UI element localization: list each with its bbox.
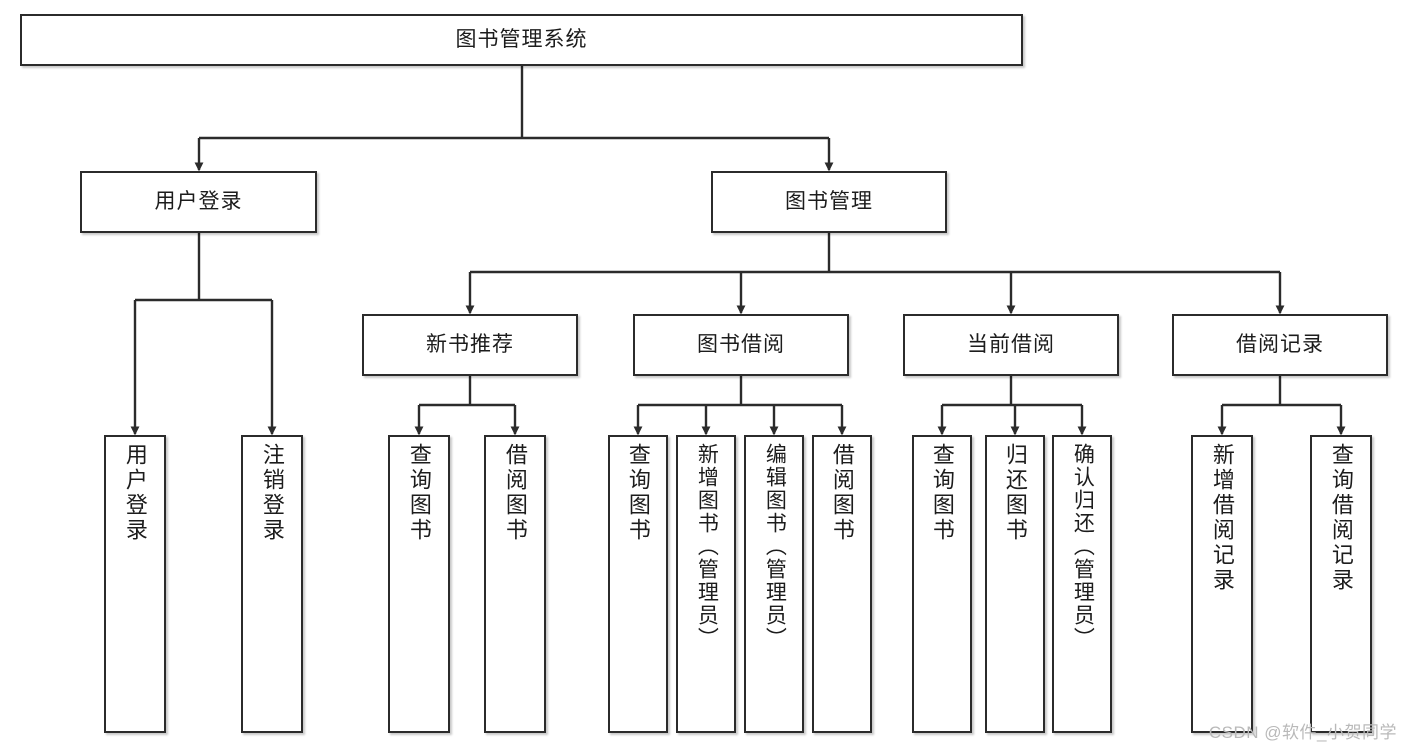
node-l-editbook[interactable]: 编辑图书（管理员）	[744, 435, 804, 733]
node-label: 查询图书	[406, 443, 432, 543]
node-label: 归还图书	[1002, 443, 1028, 543]
node-label: 用户登录	[154, 189, 243, 213]
node-label: 图书借阅	[697, 332, 785, 356]
node-label: 当前借阅	[967, 332, 1055, 356]
node-l-login[interactable]: 用户登录	[104, 435, 166, 733]
node-label: 新书推荐	[426, 332, 514, 356]
node-l-qb3[interactable]: 查询图书	[912, 435, 972, 733]
node-label: 注销登录	[259, 443, 285, 543]
node-l-addbook[interactable]: 新增图书（管理员）	[676, 435, 736, 733]
node-record[interactable]: 借阅记录	[1172, 314, 1388, 376]
node-label: 用户登录	[122, 443, 148, 543]
node-label: 借阅记录	[1236, 332, 1324, 356]
csdn-watermark: CSDN @软件_小贺同学	[1208, 723, 1397, 742]
node-l-confirm[interactable]: 确认归还（管理员）	[1052, 435, 1112, 733]
node-label: 图书管理	[785, 189, 873, 213]
node-l-logout[interactable]: 注销登录	[241, 435, 303, 733]
node-l-qrec[interactable]: 查询借阅记录	[1310, 435, 1372, 733]
node-borrow[interactable]: 图书借阅	[633, 314, 849, 376]
node-current[interactable]: 当前借阅	[903, 314, 1119, 376]
node-login[interactable]: 用户登录	[80, 171, 317, 233]
node-l-return[interactable]: 归还图书	[985, 435, 1045, 733]
node-label: 确认归还（管理员）	[1071, 443, 1095, 650]
node-root[interactable]: 图书管理系统	[20, 14, 1023, 66]
node-label: 查询图书	[929, 443, 955, 543]
node-l-qb1[interactable]: 查询图书	[388, 435, 450, 733]
node-bookmgmt[interactable]: 图书管理	[711, 171, 947, 233]
node-label: 查询借阅记录	[1328, 443, 1354, 593]
node-l-qb2[interactable]: 查询图书	[608, 435, 668, 733]
node-newbook[interactable]: 新书推荐	[362, 314, 578, 376]
node-label: 新增借阅记录	[1209, 443, 1235, 593]
node-l-bb2[interactable]: 借阅图书	[812, 435, 872, 733]
node-l-addrec[interactable]: 新增借阅记录	[1191, 435, 1253, 733]
node-label: 查询图书	[625, 443, 651, 543]
node-label: 新增图书（管理员）	[695, 443, 719, 650]
node-label: 编辑图书（管理员）	[763, 443, 787, 650]
node-label: 借阅图书	[829, 443, 855, 543]
node-l-bb1[interactable]: 借阅图书	[484, 435, 546, 733]
node-label: 图书管理系统	[455, 27, 588, 51]
node-label: 借阅图书	[502, 443, 528, 543]
